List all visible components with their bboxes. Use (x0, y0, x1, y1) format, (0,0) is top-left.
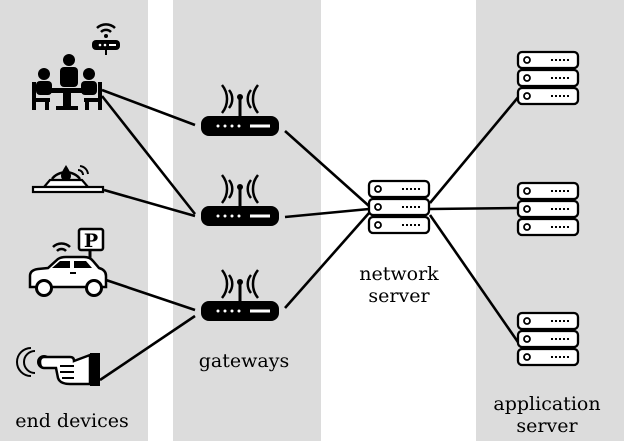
link-office-gateway-1 (101, 88, 196, 127)
car-icon (28, 255, 108, 297)
link-office-gateway-2 (100, 95, 197, 215)
wifi-router-icon (92, 23, 120, 55)
gateway-icon (201, 269, 279, 321)
pointing-hand-icon (38, 353, 100, 386)
link-access-gateway-3 (99, 314, 196, 382)
application-server-label-line-2: server (516, 415, 578, 437)
link-parking-gateway-3 (105, 278, 196, 312)
application-server-icon (516, 311, 580, 367)
application-server-icon (516, 50, 580, 106)
gateways-group (201, 84, 279, 321)
link-gateway-1-server (284, 130, 370, 207)
network-server-icon (367, 179, 431, 235)
connections (99, 88, 522, 382)
link-gateway-3-server (284, 212, 370, 309)
gateways-label: gateways (199, 350, 289, 372)
application-servers-group (516, 50, 580, 367)
parking-sign-icon: P (77, 227, 105, 268)
soil-sensor-icon (31, 165, 105, 194)
network-server-label-line-2: server (368, 285, 430, 307)
wifi-icon (52, 242, 71, 252)
link-server-app-1 (429, 94, 521, 204)
network-server-label-line-1: network (359, 263, 439, 285)
gateway-icon (201, 174, 279, 226)
end-devices-label: end devices (15, 410, 129, 432)
link-irrigation-gateway-2 (103, 188, 196, 218)
application-server-icon (516, 181, 580, 237)
parking-sign-letter: P (84, 230, 98, 252)
link-server-app-2 (429, 206, 521, 211)
gateway-icon (201, 84, 279, 136)
people-meeting-icon (32, 54, 102, 110)
link-server-app-3 (428, 214, 522, 346)
application-server-label-line-1: application (493, 393, 600, 415)
link-gateway-2-server (284, 207, 370, 219)
